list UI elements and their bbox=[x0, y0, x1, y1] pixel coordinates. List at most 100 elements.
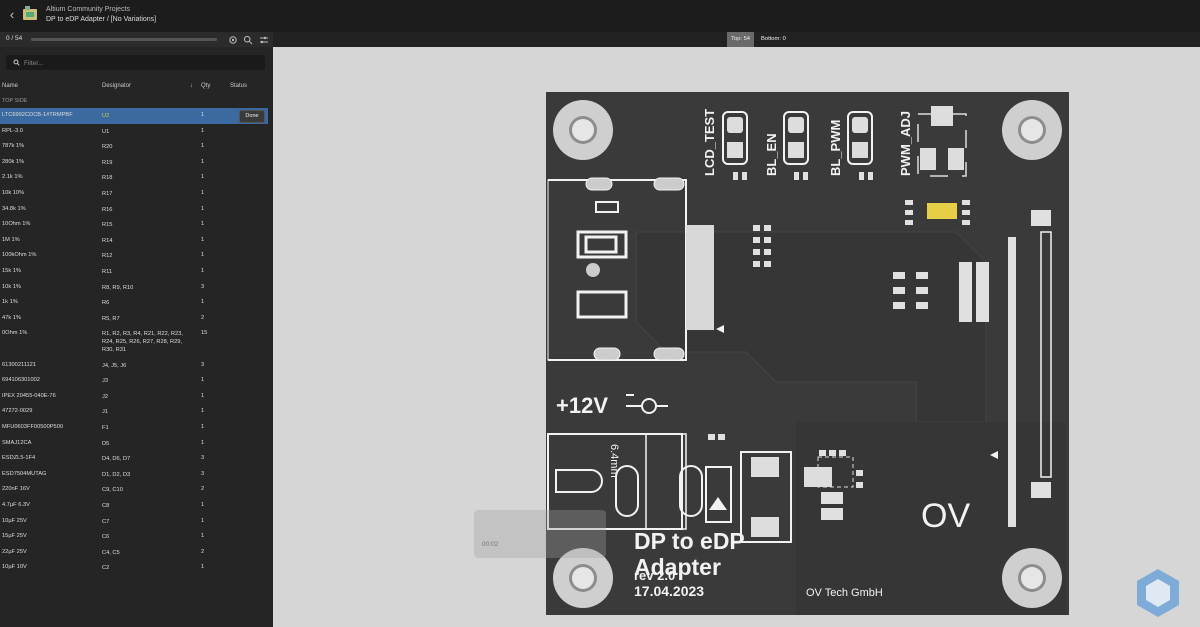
row-name: LTC6992CDCB-1#TRMPBF bbox=[2, 112, 73, 118]
progress-count: 0 / 54 bbox=[6, 35, 23, 42]
search-icon bbox=[13, 59, 20, 66]
copper-region bbox=[635, 231, 987, 423]
row-qty: 1 bbox=[201, 564, 205, 571]
label-12v: +12V bbox=[556, 393, 608, 418]
column-qty[interactable]: Qty bbox=[201, 83, 211, 89]
row-designator: J4, J5, J6 bbox=[102, 362, 127, 369]
row-name: 61300211121 bbox=[2, 361, 36, 368]
row-name: 694106301002 bbox=[2, 377, 40, 384]
power-jack bbox=[547, 433, 703, 530]
table-row[interactable]: 61300211121 J4, J5, J6 3 bbox=[0, 358, 268, 374]
row-qty: 1 bbox=[201, 424, 205, 430]
row-qty: 1 bbox=[201, 502, 205, 508]
bottom-side-toggle[interactable]: Bottom: 0 bbox=[761, 36, 786, 42]
project-title[interactable]: Altium Community Projects bbox=[46, 6, 131, 13]
row-name: 100kOhm 1% bbox=[2, 252, 37, 259]
row-designator: R19 bbox=[102, 159, 113, 166]
sort-down-icon[interactable]: ↓ bbox=[190, 83, 193, 89]
project-icon bbox=[23, 6, 37, 20]
row-designator: R12 bbox=[102, 253, 113, 260]
row-name: 15k 1% bbox=[2, 268, 21, 274]
row-qty: 2 bbox=[201, 314, 205, 321]
row-name: 10µF 10V bbox=[2, 564, 27, 571]
smd-pads bbox=[708, 434, 863, 520]
diode-arrow bbox=[709, 497, 727, 510]
filter-input[interactable] bbox=[22, 57, 256, 70]
progress-bar bbox=[31, 38, 217, 41]
row-name: 10k 1% bbox=[2, 283, 21, 290]
board-title-line1: DP to eDP bbox=[634, 528, 745, 554]
table-row[interactable]: 0Ohm 1%R1, R2, R3, R4, R21, R22, R23, R2… bbox=[0, 326, 268, 357]
ov-logo: OV bbox=[921, 497, 970, 535]
column-status[interactable]: Status bbox=[230, 83, 248, 89]
gear-icon[interactable] bbox=[228, 35, 238, 45]
pcb-board[interactable]: LCD_TEST BL_EN BL_PWM PWM_ADJ bbox=[546, 92, 1069, 615]
row-name: ESD7504MUTAG bbox=[2, 470, 47, 477]
row-name: IPEX 20455-040E-76 bbox=[2, 392, 56, 399]
top-side-toggle[interactable]: Top: 54 bbox=[727, 32, 755, 47]
row-qty: 3 bbox=[201, 361, 205, 368]
mounting-hole bbox=[553, 548, 613, 608]
header-lcd-test bbox=[722, 111, 748, 165]
row-name: 10Ohm 1% bbox=[2, 221, 31, 228]
row-designator: R18 bbox=[102, 175, 113, 182]
row-qty: 1 bbox=[201, 408, 205, 415]
done-button[interactable]: Done bbox=[239, 110, 265, 123]
mounting-hole bbox=[553, 100, 613, 160]
row-qty: 1 bbox=[201, 392, 205, 399]
row-qty: 15 bbox=[201, 330, 208, 337]
pin1-marker bbox=[990, 451, 998, 459]
row-name: 2.1k 1% bbox=[2, 174, 23, 181]
column-designator[interactable]: Designator bbox=[102, 83, 132, 89]
column-name[interactable]: Name bbox=[2, 83, 19, 89]
row-designator: D1, D2, D3 bbox=[102, 471, 131, 478]
row-designator: R15 bbox=[102, 222, 113, 229]
filter-sliders-icon[interactable] bbox=[259, 35, 269, 45]
label-bl-pwm: BL_PWM bbox=[828, 120, 843, 176]
row-designator: D4, D6, D7 bbox=[102, 456, 131, 463]
project-subtitle: DP to eDP Adapter / [No Variations] bbox=[46, 16, 157, 23]
board-revision: rev 2.0 bbox=[634, 568, 675, 583]
row-name: 787k 1% bbox=[2, 143, 25, 150]
search-icon[interactable] bbox=[243, 35, 253, 45]
row-qty: 1 bbox=[201, 158, 205, 165]
row-designator: U2 bbox=[102, 113, 110, 119]
table-row[interactable]: 10µF 10V C2 1 bbox=[0, 560, 268, 576]
row-qty: 3 bbox=[201, 283, 205, 290]
row-qty: 1 bbox=[201, 439, 205, 446]
pin1-marker bbox=[716, 325, 724, 333]
back-chevron-icon[interactable]: ‹ bbox=[9, 7, 15, 22]
video-controls-overlay[interactable]: 00:02 bbox=[474, 510, 606, 558]
row-name: SMAJ12CA bbox=[2, 439, 32, 446]
row-designator: C2 bbox=[102, 565, 110, 572]
pcb-viewer[interactable]: Top: 54 Bottom: 0 LCD_TEST BL_EN BL_PWM … bbox=[273, 32, 1200, 627]
row-name: 220nF 16V bbox=[2, 486, 30, 493]
row-name: ESDZL5-1F4 bbox=[2, 455, 36, 462]
